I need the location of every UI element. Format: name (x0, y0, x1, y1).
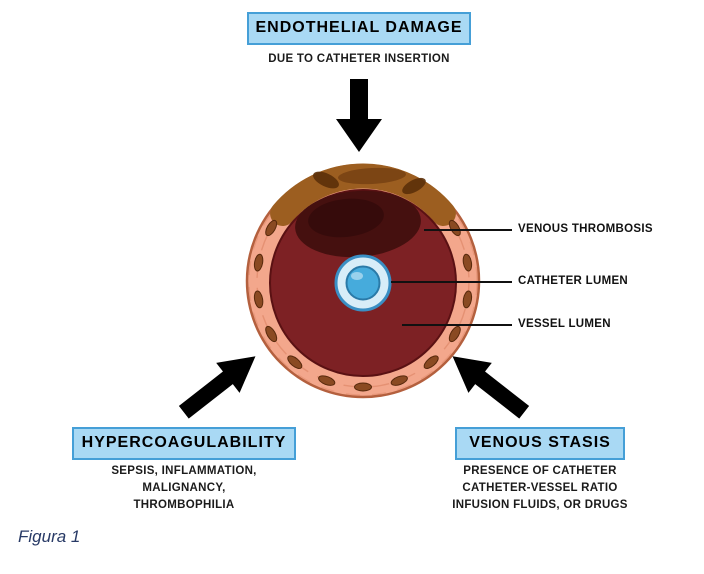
pointer-line-venous-thrombosis (424, 229, 512, 231)
vessel-cross-section-illustration (245, 163, 481, 399)
label-vessel-lumen: VESSEL LUMEN (518, 318, 611, 330)
up-right-arrow-icon (178, 356, 256, 419)
detail-line: PRESENCE OF CATHETER (463, 465, 617, 477)
smooth-muscle-nuclei (253, 219, 473, 392)
venous-stasis-detail: PRESENCE OF CATHETER CATHETER-VESSEL RAT… (430, 463, 650, 514)
catheter-lumen-area (345, 265, 381, 301)
pointer-line-catheter-lumen (391, 281, 512, 283)
label-catheter-lumen: CATHETER LUMEN (518, 275, 629, 287)
hypercoagulability-detail: SEPSIS, INFLAMMATION, MALIGNANCY, THROMB… (74, 463, 294, 514)
detail-line: INFUSION FLUIDS, OR DRUGS (452, 499, 628, 511)
detail-line: DUE TO CATHETER INSERTION (268, 53, 450, 65)
pointer-line-vessel-lumen (402, 324, 512, 326)
detail-line: MALIGNANCY, (142, 482, 226, 494)
hypercoagulability-label-box: HYPERCOAGULABILITY (72, 427, 296, 460)
figure-caption: Figura 1 (18, 527, 81, 546)
detail-line: CATHETER-VESSEL RATIO (462, 482, 618, 494)
endothelial-damage-detail: DUE TO CATHETER INSERTION (239, 51, 479, 68)
detail-line: SEPSIS, INFLAMMATION, (111, 465, 257, 477)
detail-line: THROMBOPHILIA (133, 499, 235, 511)
down-arrow-icon (336, 79, 382, 152)
up-left-arrow-icon (452, 356, 530, 419)
venous-stasis-label-box: VENOUS STASIS (455, 427, 625, 460)
endothelial-damage-label-box: ENDOTHELIAL DAMAGE (247, 12, 471, 45)
label-venous-thrombosis: VENOUS THROMBOSIS (518, 223, 653, 235)
